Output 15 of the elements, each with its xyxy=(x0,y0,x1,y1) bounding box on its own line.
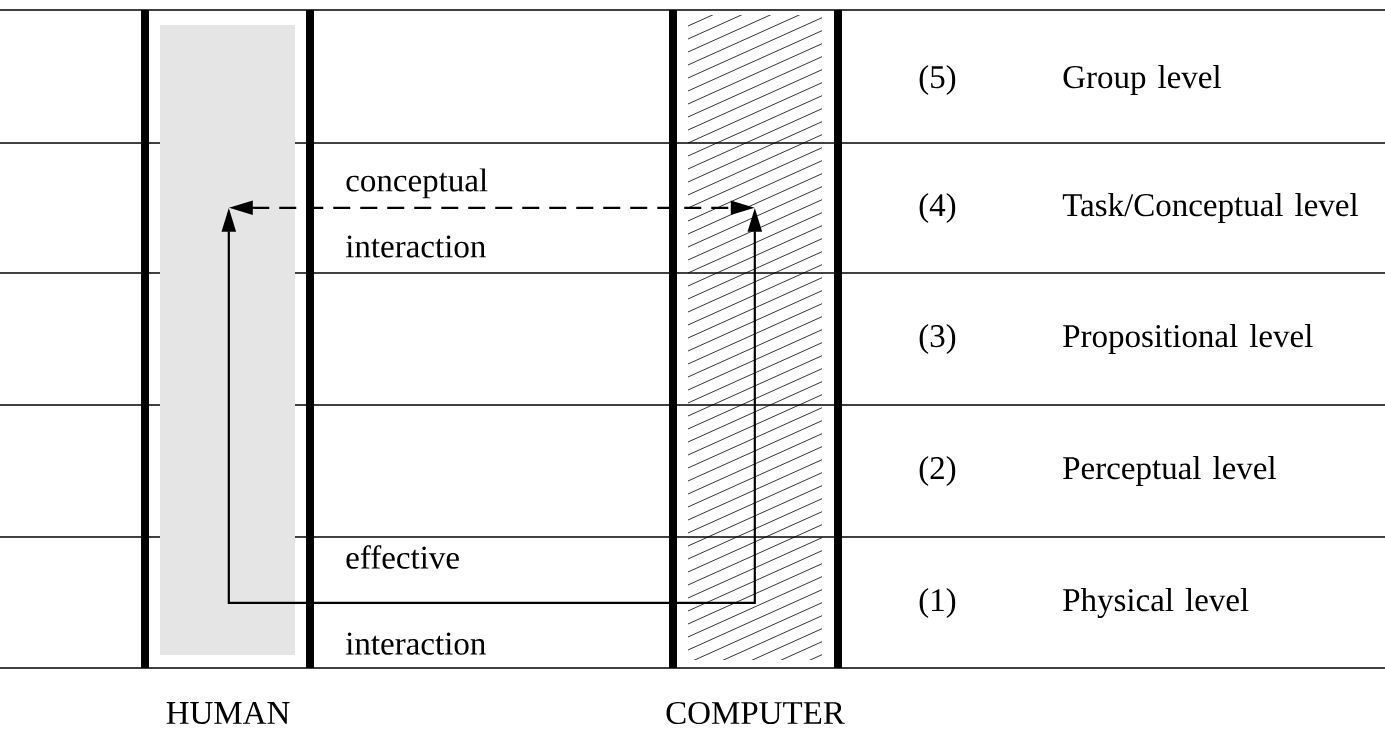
level-name: Task/Conceptual level xyxy=(1062,193,1358,223)
edge-label: conceptual interaction xyxy=(345,168,488,258)
level-number: (2) xyxy=(919,456,956,486)
level-name: Physical level xyxy=(1063,588,1249,618)
level-number: (5) xyxy=(919,65,956,95)
node-label: HUMAN xyxy=(166,701,290,725)
shaded-column: HUMAN xyxy=(160,25,295,725)
hatched-column: COMPUTER xyxy=(666,15,845,725)
level-number: (4) xyxy=(919,193,956,223)
edge-label: effective interaction xyxy=(345,545,486,655)
level-number: (1) xyxy=(919,588,956,618)
level-number: (3) xyxy=(919,324,956,354)
level-name: Propositional level xyxy=(1063,324,1313,354)
level-name: Group level xyxy=(1063,65,1221,95)
level-name: Perceptual level xyxy=(1063,456,1276,486)
